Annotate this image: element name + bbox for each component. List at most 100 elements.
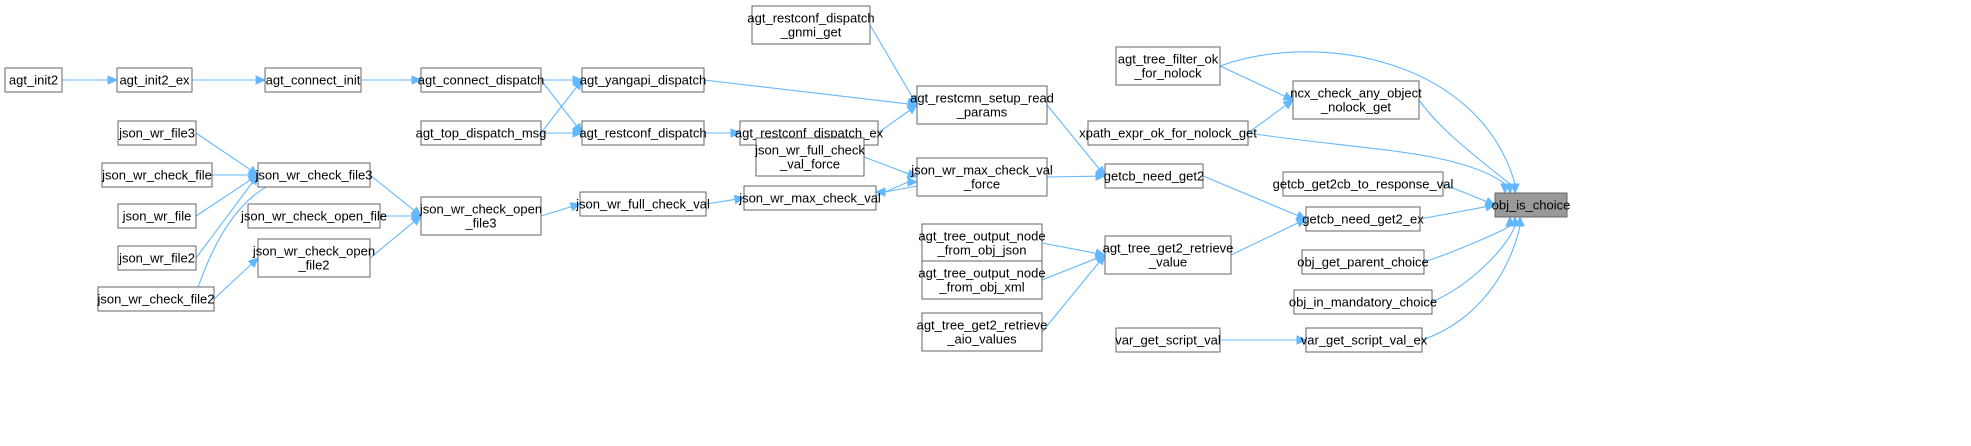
node-box	[1305, 327, 1423, 353]
edge-agt_top_dispatch_msg-to-agt_yangapi_dispatch	[540, 79, 583, 134]
node-getcb-need-get2-ex[interactable]: getcb_need_get2_ex	[1302, 206, 1424, 232]
node-agt-yangapi-dispatch[interactable]: agt_yangapi_dispatch	[580, 67, 707, 93]
node-obj-in-mandatory-choice[interactable]: obj_in_mandatory_choice	[1289, 289, 1437, 315]
node-box	[916, 85, 1048, 125]
node-box	[1087, 120, 1249, 146]
node-label: getcb_need_get2	[1104, 169, 1204, 184]
edge-json_wr_full_check_val-to-json_wr_max_check_val	[705, 194, 746, 205]
edge-line	[877, 109, 911, 134]
edge-arrowhead	[874, 187, 886, 197]
node-box	[101, 162, 213, 188]
node-label: agt_tree_get2_retrieve	[1103, 241, 1234, 256]
node-label: _aio_values	[946, 332, 1017, 347]
edge-arrowhead	[410, 215, 422, 226]
edge-line	[1418, 99, 1511, 185]
edge-obj_in_mandatory_choice-to-obj_is_choice	[1431, 215, 1520, 303]
node-json-wr-file3[interactable]: json_wr_file3	[117, 120, 197, 146]
node-box	[97, 286, 215, 312]
node-label: _for_nolock	[1133, 66, 1202, 81]
node-agt-connect-dispatch[interactable]: agt_connect_dispatch	[418, 67, 544, 93]
edge-arrowhead	[1095, 171, 1107, 181]
node-label: json_wr_check_open	[419, 202, 542, 217]
node-getcb-get2cb-to-response-val[interactable]: getcb_get2cb_to_response_val	[1273, 171, 1454, 197]
node-var-get-script-val[interactable]: var_get_script_val	[1115, 327, 1221, 353]
node-label: getcb_need_get2_ex	[1302, 212, 1424, 227]
edge-arrowhead	[1095, 254, 1106, 266]
node-obj-get-parent-choice[interactable]: obj_get_parent_choice	[1297, 249, 1429, 275]
node-getcb-need-get2[interactable]: getcb_need_get2	[1104, 163, 1204, 189]
edge-line	[869, 24, 913, 98]
node-agt-restcmn-setup-read-params[interactable]: agt_restcmn_setup_read_params	[910, 85, 1054, 125]
edge-arrowhead	[908, 94, 918, 107]
node-agt-tree-get2-retrieve-aio-values[interactable]: agt_tree_get2_retrieve_aio_values	[917, 312, 1048, 352]
edge-arrowhead	[1484, 202, 1497, 212]
edge-line	[540, 79, 577, 127]
node-json-wr-check-file3[interactable]: json_wr_check_file3	[254, 162, 373, 188]
edge-arrowhead	[730, 128, 742, 138]
node-var-get-script-val-ex[interactable]: var_get_script_val_ex	[1301, 327, 1428, 353]
node-label: agt_restconf_dispatch_ex	[735, 126, 884, 141]
edge-line	[705, 198, 736, 205]
node-label: getcb_get2cb_to_response_val	[1273, 177, 1454, 192]
node-json-wr-max-check-val[interactable]: json_wr_max_check_val	[738, 185, 881, 211]
node-box	[257, 162, 371, 188]
edge-agt_yangapi_dispatch-to-agt_restcmn_setup_read_params	[703, 79, 919, 109]
edge-line	[1423, 225, 1511, 263]
edge-line	[884, 185, 918, 193]
node-ncx-check-any-object-nolock-get[interactable]: ncx_check_any_object_nolock_get	[1290, 80, 1422, 120]
node-agt-connect-init[interactable]: agt_connect_init	[264, 67, 362, 93]
node-label: json_wr_check_file2	[96, 292, 214, 307]
edge-arrowhead	[906, 104, 919, 115]
node-json-wr-check-open-file3[interactable]: json_wr_check_open_file3	[419, 196, 542, 236]
node-agt-tree-output-node-from-obj-json[interactable]: agt_tree_output_node_from_obj_json	[918, 223, 1046, 263]
node-json-wr-check-open-file2[interactable]: json_wr_check_open_file2	[252, 238, 375, 278]
node-xpath-expr-ok-for-nolock-get[interactable]: xpath_expr_ok_for_nolock_get	[1079, 120, 1257, 146]
edge-json_wr_full_check_val_force-to-json_wr_max_check_val_force	[863, 156, 919, 179]
node-json-wr-file2[interactable]: json_wr_file2	[117, 245, 197, 271]
node-label: agt_restconf_dispatch	[747, 11, 874, 26]
node-label: agt_top_dispatch_msg	[416, 126, 547, 141]
node-label: _file3	[464, 216, 496, 231]
node-agt-tree-output-node-from-obj-xml[interactable]: agt_tree_output_node_from_obj_xml	[918, 260, 1046, 300]
node-json-wr-full-check-val[interactable]: json_wr_full_check_val	[575, 191, 710, 217]
node-box	[420, 120, 542, 146]
node-label: _val_force	[779, 157, 840, 172]
node-json-wr-full-check-val-force[interactable]: json_wr_full_check_val_force	[754, 137, 865, 177]
node-label: agt_tree_output_node	[918, 266, 1045, 281]
node-box	[117, 245, 197, 271]
node-label: json_wr_max_check_val	[910, 163, 1053, 178]
node-box	[743, 185, 877, 211]
edge-line	[540, 206, 572, 217]
edge-arrowhead	[1282, 99, 1294, 110]
node-json-wr-check-file[interactable]: json_wr_check_file	[101, 162, 213, 188]
node-agt-tree-filter-ok-for-nolock[interactable]: agt_tree_filter_ok_for_nolock	[1115, 46, 1221, 86]
node-json-wr-file[interactable]: json_wr_file	[117, 203, 197, 229]
node-json-wr-check-file2[interactable]: json_wr_check_file2	[96, 286, 215, 312]
node-box	[4, 67, 63, 93]
edge-agt_restconf_dispatch_ex-to-agt_restcmn_setup_read_params	[877, 104, 919, 134]
edge-json_wr_file2-to-json_wr_check_file3	[195, 174, 259, 259]
node-box	[1301, 249, 1425, 275]
node-box	[1292, 80, 1420, 120]
node-json-wr-check-open-file[interactable]: json_wr_check_open_file	[240, 203, 387, 229]
node-label: json_wr_full_check	[754, 143, 865, 158]
node-box	[579, 191, 707, 217]
edge-line	[1442, 183, 1487, 203]
node-obj-is-choice[interactable]: obj_is_choice	[1492, 192, 1571, 218]
node-label: obj_is_choice	[1492, 198, 1571, 213]
edge-json_wr_max_check_val_force-to-json_wr_max_check_val	[874, 185, 918, 197]
node-agt-restconf-dispatch-gnmi-get[interactable]: agt_restconf_dispatch_gnmi_get	[747, 5, 875, 45]
node-label: var_get_script_val_ex	[1301, 333, 1428, 348]
node-box	[247, 203, 381, 229]
node-box	[1282, 171, 1444, 197]
edge-line	[1419, 206, 1487, 220]
node-agt-init2-ex[interactable]: agt_init2_ex	[116, 67, 193, 93]
node-agt-top-dispatch-msg[interactable]: agt_top_dispatch_msg	[416, 120, 547, 146]
node-box	[420, 67, 542, 93]
node-agt-restconf-dispatch[interactable]: agt_restconf_dispatch	[579, 120, 707, 146]
edge-arrowhead	[1282, 91, 1295, 101]
node-agt-init2[interactable]: agt_init2	[4, 67, 63, 93]
node-json-wr-max-check-val-force[interactable]: json_wr_max_check_val_force	[910, 157, 1053, 197]
node-agt-tree-get2-retrieve-value[interactable]: agt_tree_get2_retrieve_value	[1103, 235, 1234, 275]
